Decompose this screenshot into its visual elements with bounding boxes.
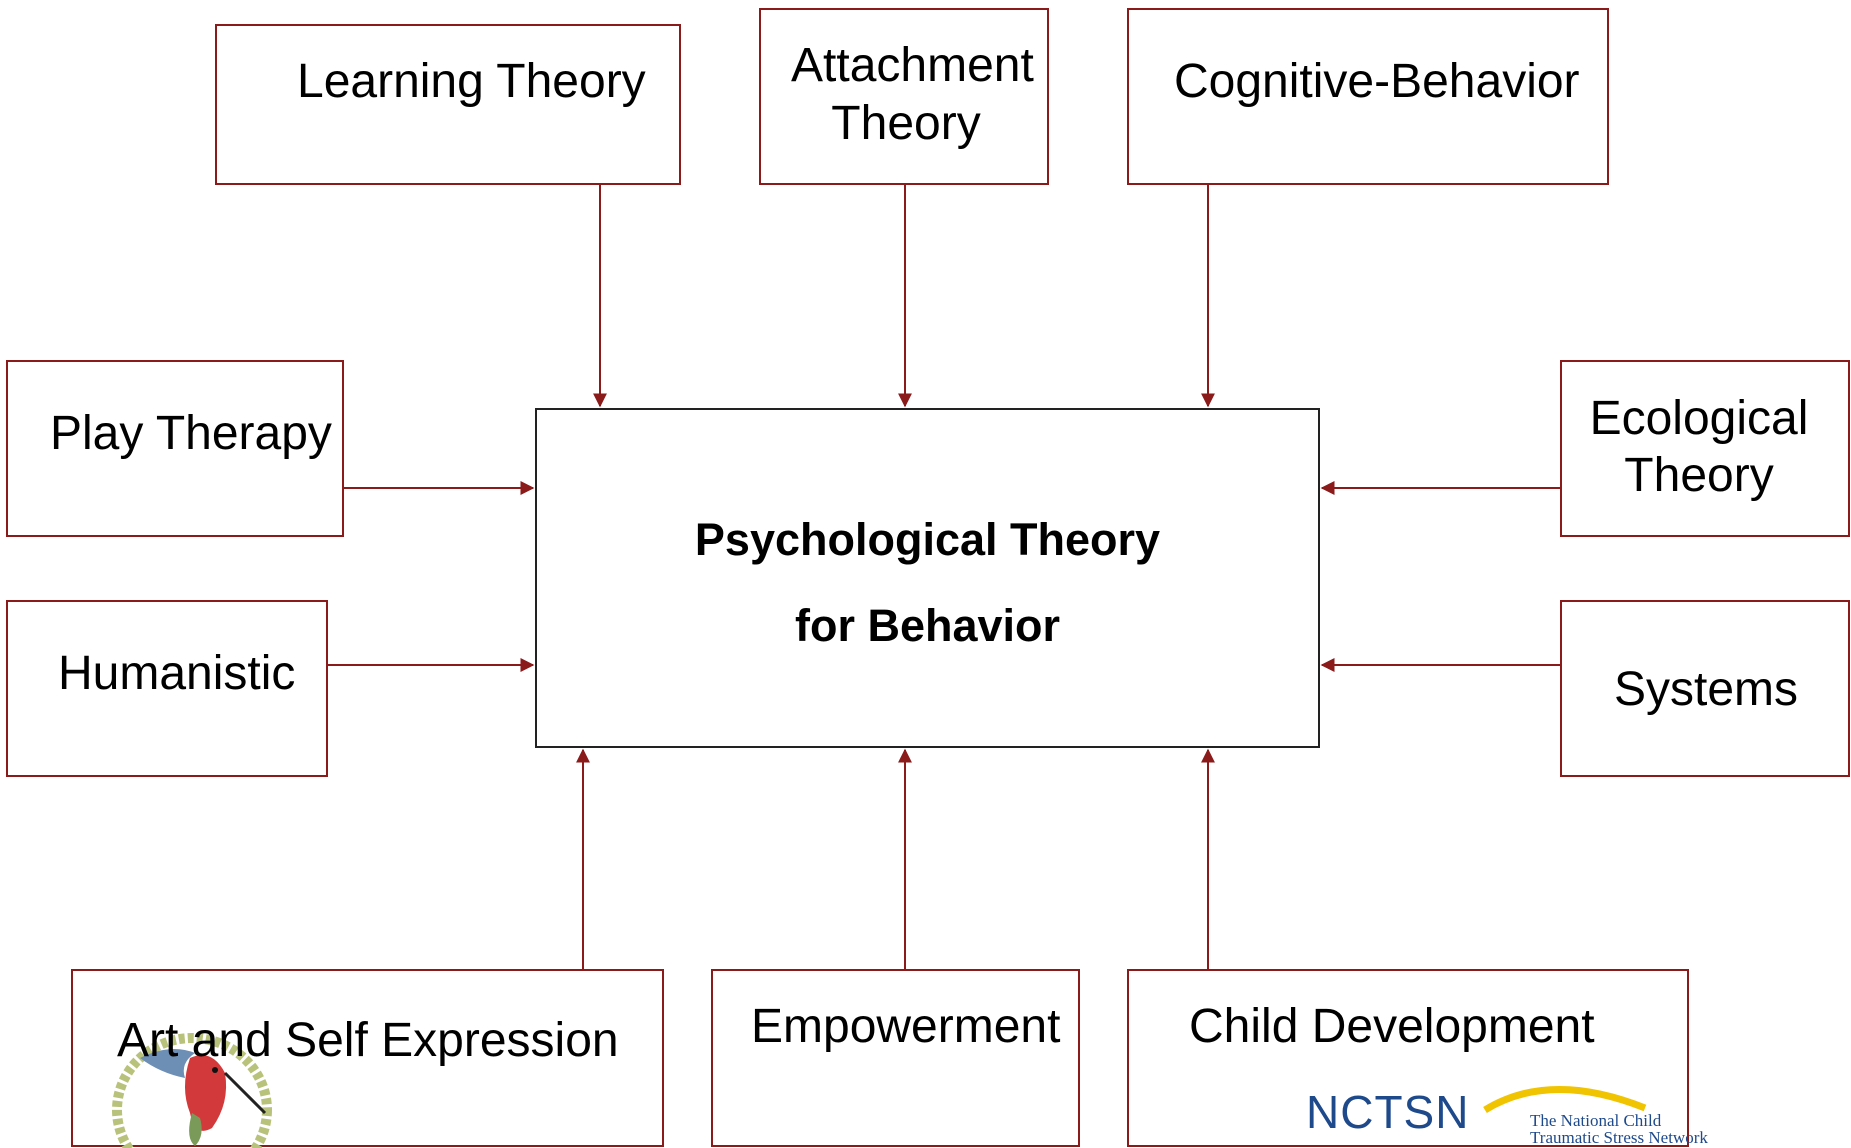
box-empowerment: Empowerment [711,969,1080,1147]
nctsn-swoosh-icon [1483,1086,1647,1113]
nctsn-line2: Traumatic Stress Network [1530,1128,1708,1147]
nctsn-line1: The National Child [1530,1111,1662,1130]
box-art-and-self-expression [71,969,664,1147]
play-therapy-label: Play Therapy [50,407,332,460]
box-humanistic: Humanistic [6,600,328,777]
nctsn-logo: NCTSN The National Child Traumatic Stres… [1300,1078,1760,1148]
box-play-therapy: Play Therapy [6,360,344,537]
humanistic-label: Humanistic [58,647,296,700]
attachment-label-line2: Theory [831,97,981,150]
attachment-label-line1: Attachment [791,39,1034,92]
center-box-psychological-theory: Psychological Theory for Behavior [535,408,1320,748]
nctsn-abbrev: NCTSN [1306,1086,1470,1138]
center-title-line2: for Behavior [794,600,1061,651]
systems-label: Systems [1614,663,1799,716]
hummingbird-logo [100,1018,290,1148]
learning-theory-label: Learning Theory [297,55,646,108]
box-systems: Systems [1560,600,1850,777]
box-ecological-theory: Ecological Theory [1560,360,1850,537]
ecological-label-line1: Ecological [1589,392,1809,445]
empowerment-label: Empowerment [751,1000,1061,1053]
cognitive-behavior-label: Cognitive-Behavior [1174,55,1580,108]
child-development-label: Child Development [1189,1000,1595,1053]
ecological-label-line2: Theory [1624,449,1774,502]
box-learning-theory: Learning Theory [215,24,681,185]
art-and-self-expression-label: Art and Self Expression [117,1014,619,1067]
center-title-line1: Psychological Theory [694,514,1161,565]
box-attachment-theory: Attachment Theory [759,8,1049,185]
box-child-development: Child Development [1127,969,1689,1147]
box-cognitive-behavior: Cognitive-Behavior [1127,8,1609,185]
